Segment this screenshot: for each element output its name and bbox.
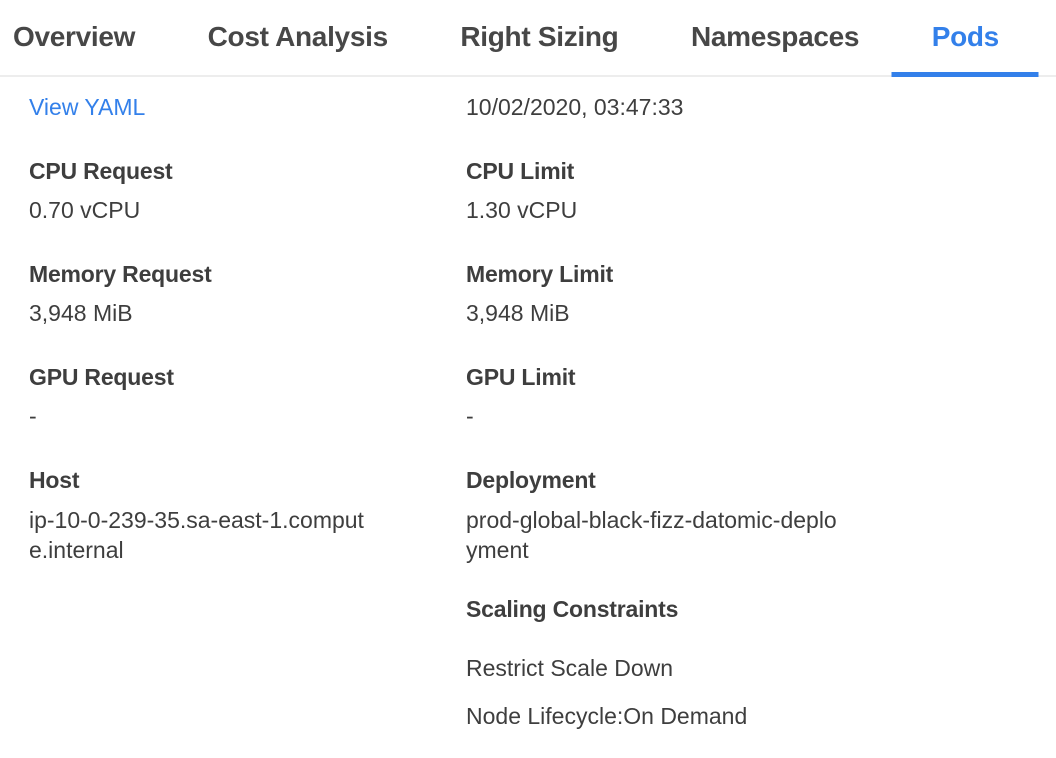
pod-details-content: View YAML CPU Request 0.70 vCPU Memory R… xyxy=(0,77,1056,758)
field-value: - xyxy=(29,403,37,429)
tab-pods[interactable]: Pods xyxy=(931,21,1000,52)
deployment-link[interactable]: prod-global-black-fizz-datomic-deploymen… xyxy=(466,507,837,563)
tab-cost-analysis[interactable]: Cost Analysis xyxy=(207,21,389,52)
field-value: - xyxy=(466,403,474,429)
scaling-constraint-item: Node Lifecycle:On Demand xyxy=(466,703,748,729)
field-gpu-request: GPU Request - xyxy=(29,363,466,431)
field-label: Deployment xyxy=(466,467,596,493)
field-value: 3,948 MiB xyxy=(466,300,570,326)
details-right-column: 10/02/2020, 03:47:33 CPU Limit 1.30 vCPU… xyxy=(466,93,1044,731)
field-label: GPU Request xyxy=(29,364,174,390)
field-label: CPU Limit xyxy=(466,158,575,184)
field-label: GPU Limit xyxy=(466,364,576,390)
field-value: 0.70 vCPU xyxy=(29,197,141,223)
host-link[interactable]: ip-10-0-239-35.sa-east-1.compute.interna… xyxy=(29,507,364,563)
field-value: 1.30 vCPU xyxy=(466,197,578,223)
view-yaml-link[interactable]: View YAML xyxy=(29,94,146,120)
pod-timestamp: 10/02/2020, 03:47:33 xyxy=(466,94,684,120)
field-memory-request: Memory Request 3,948 MiB xyxy=(29,260,466,328)
field-label: Host xyxy=(29,467,80,493)
scaling-constraints-title: Scaling Constraints xyxy=(466,596,679,622)
tab-bar: Overview Cost Analysis Right Sizing Name… xyxy=(0,0,1056,77)
tab-namespaces[interactable]: Namespaces xyxy=(690,21,860,52)
scaling-constraint-item: Restrict Scale Down xyxy=(466,655,674,681)
field-memory-limit: Memory Limit 3,948 MiB xyxy=(466,260,1044,328)
field-label: Memory Request xyxy=(29,261,212,287)
tab-right-sizing[interactable]: Right Sizing xyxy=(460,21,619,52)
details-left-column: View YAML CPU Request 0.70 vCPU Memory R… xyxy=(29,93,466,731)
tab-overview[interactable]: Overview xyxy=(13,21,136,52)
field-host: Host ip-10-0-239-35.sa-east-1.compute.in… xyxy=(29,466,466,565)
field-label: CPU Request xyxy=(29,158,173,184)
field-cpu-request: CPU Request 0.70 vCPU xyxy=(29,157,466,225)
field-value: 3,948 MiB xyxy=(29,300,133,326)
field-deployment: Deployment prod-global-black-fizz-datomi… xyxy=(466,466,1044,565)
field-gpu-limit: GPU Limit - xyxy=(466,363,1044,431)
field-label: Memory Limit xyxy=(466,261,614,287)
field-cpu-limit: CPU Limit 1.30 vCPU xyxy=(466,157,1044,225)
